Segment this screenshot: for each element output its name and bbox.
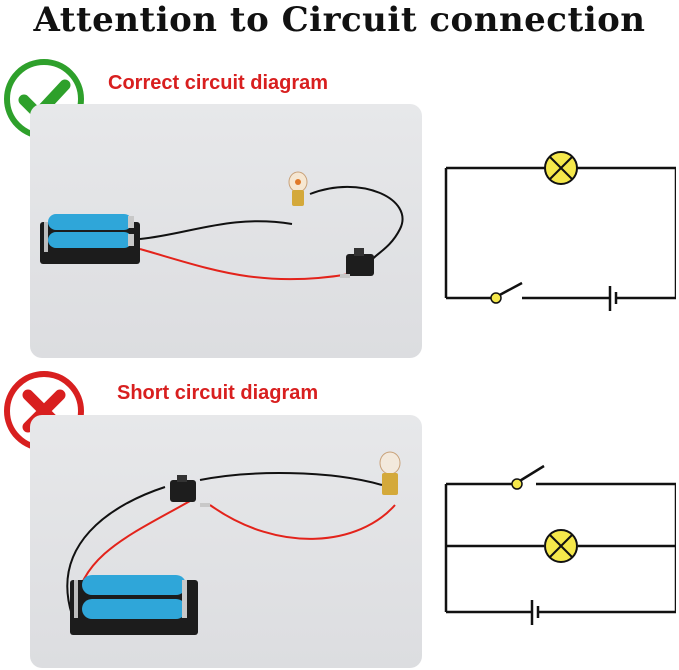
- page-title: Attention to Circuit connection: [33, 0, 646, 40]
- correct-circuit-photo: [30, 104, 422, 358]
- short-circuit-schematic: [440, 460, 676, 630]
- short-circuit-photo: [30, 415, 422, 668]
- battery-holder: [70, 575, 198, 635]
- correct-circuit-label: Correct circuit diagram: [108, 72, 329, 94]
- lamp-symbol: [544, 151, 578, 185]
- bulb: [379, 451, 401, 495]
- lamp-symbol: [544, 529, 578, 563]
- bulb: [288, 171, 308, 206]
- short-circuit-label: Short circuit diagram: [117, 382, 319, 404]
- correct-circuit-schematic: [440, 148, 676, 318]
- battery-holder: [40, 214, 140, 264]
- switch: [340, 248, 374, 278]
- switch: [170, 475, 210, 507]
